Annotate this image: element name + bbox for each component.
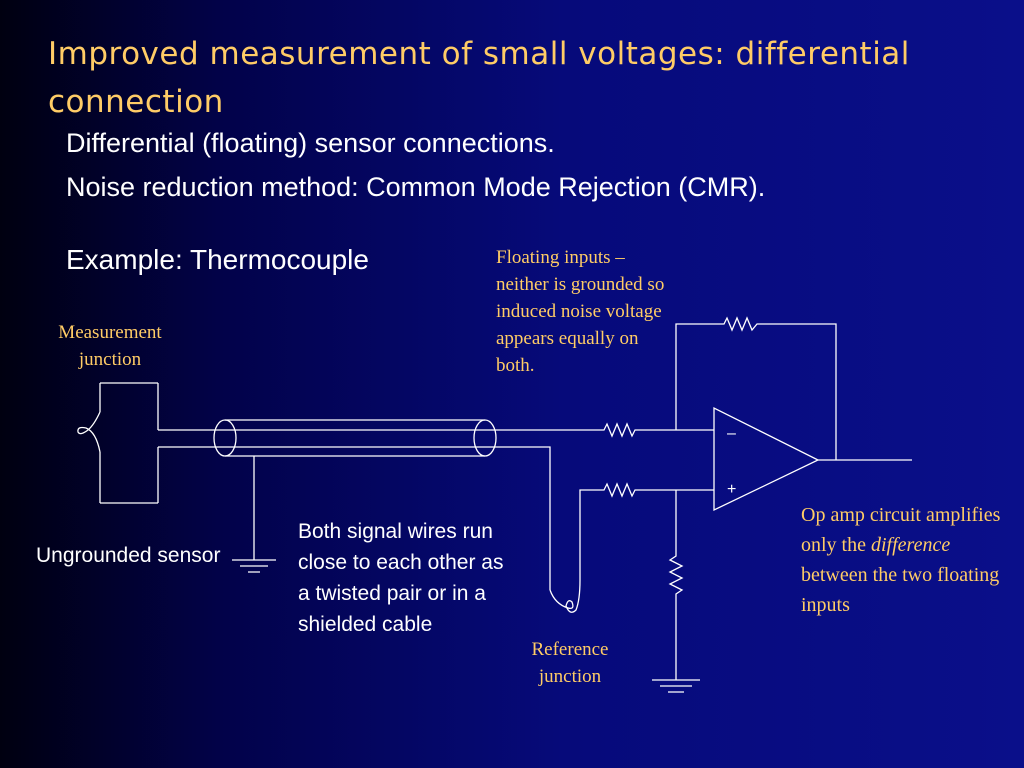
- shield-ground-symbol: [232, 456, 276, 573]
- slide-title: Improved measurement of small voltages: …: [48, 36, 910, 120]
- input-resistor-plus: [598, 482, 714, 498]
- op-amp-plus-label: +: [727, 481, 736, 498]
- shielded-cable: [213, 419, 497, 457]
- op-amp-note-emphasis: difference: [871, 534, 951, 556]
- measurement-junction-sensor: [77, 382, 159, 504]
- op-amp-note-post: between the two floating inputs: [801, 564, 1000, 616]
- reference-resistor: [668, 490, 684, 680]
- op-amp-note: Op amp circuit amplifies only the differ…: [801, 500, 1011, 620]
- op-amp: [713, 406, 912, 512]
- twisted-pair-note: Both signal wires run close to each othe…: [298, 520, 504, 636]
- op-amp-minus-label: –: [727, 425, 736, 442]
- signal-wires: [158, 429, 598, 613]
- bullet-differential-connections: Differential (floating) sensor connectio…: [66, 128, 555, 158]
- floating-inputs-note: Floating inputs – neither is grounded so…: [496, 247, 665, 376]
- ungrounded-sensor-label: Ungrounded sensor: [36, 544, 221, 567]
- input-resistor-minus: [598, 422, 714, 438]
- example-heading: Example: Thermocouple: [66, 244, 369, 275]
- op-amp-note-pre: Op amp circuit amplifies only the: [801, 504, 1001, 556]
- bullet-noise-reduction: Noise reduction method: Common Mode Reje…: [66, 172, 766, 202]
- measurement-junction-label: Measurement junction: [58, 322, 162, 370]
- feedback-resistor: [675, 316, 837, 460]
- reference-junction-label: Reference junction: [531, 639, 609, 687]
- reference-ground-symbol: [652, 679, 700, 693]
